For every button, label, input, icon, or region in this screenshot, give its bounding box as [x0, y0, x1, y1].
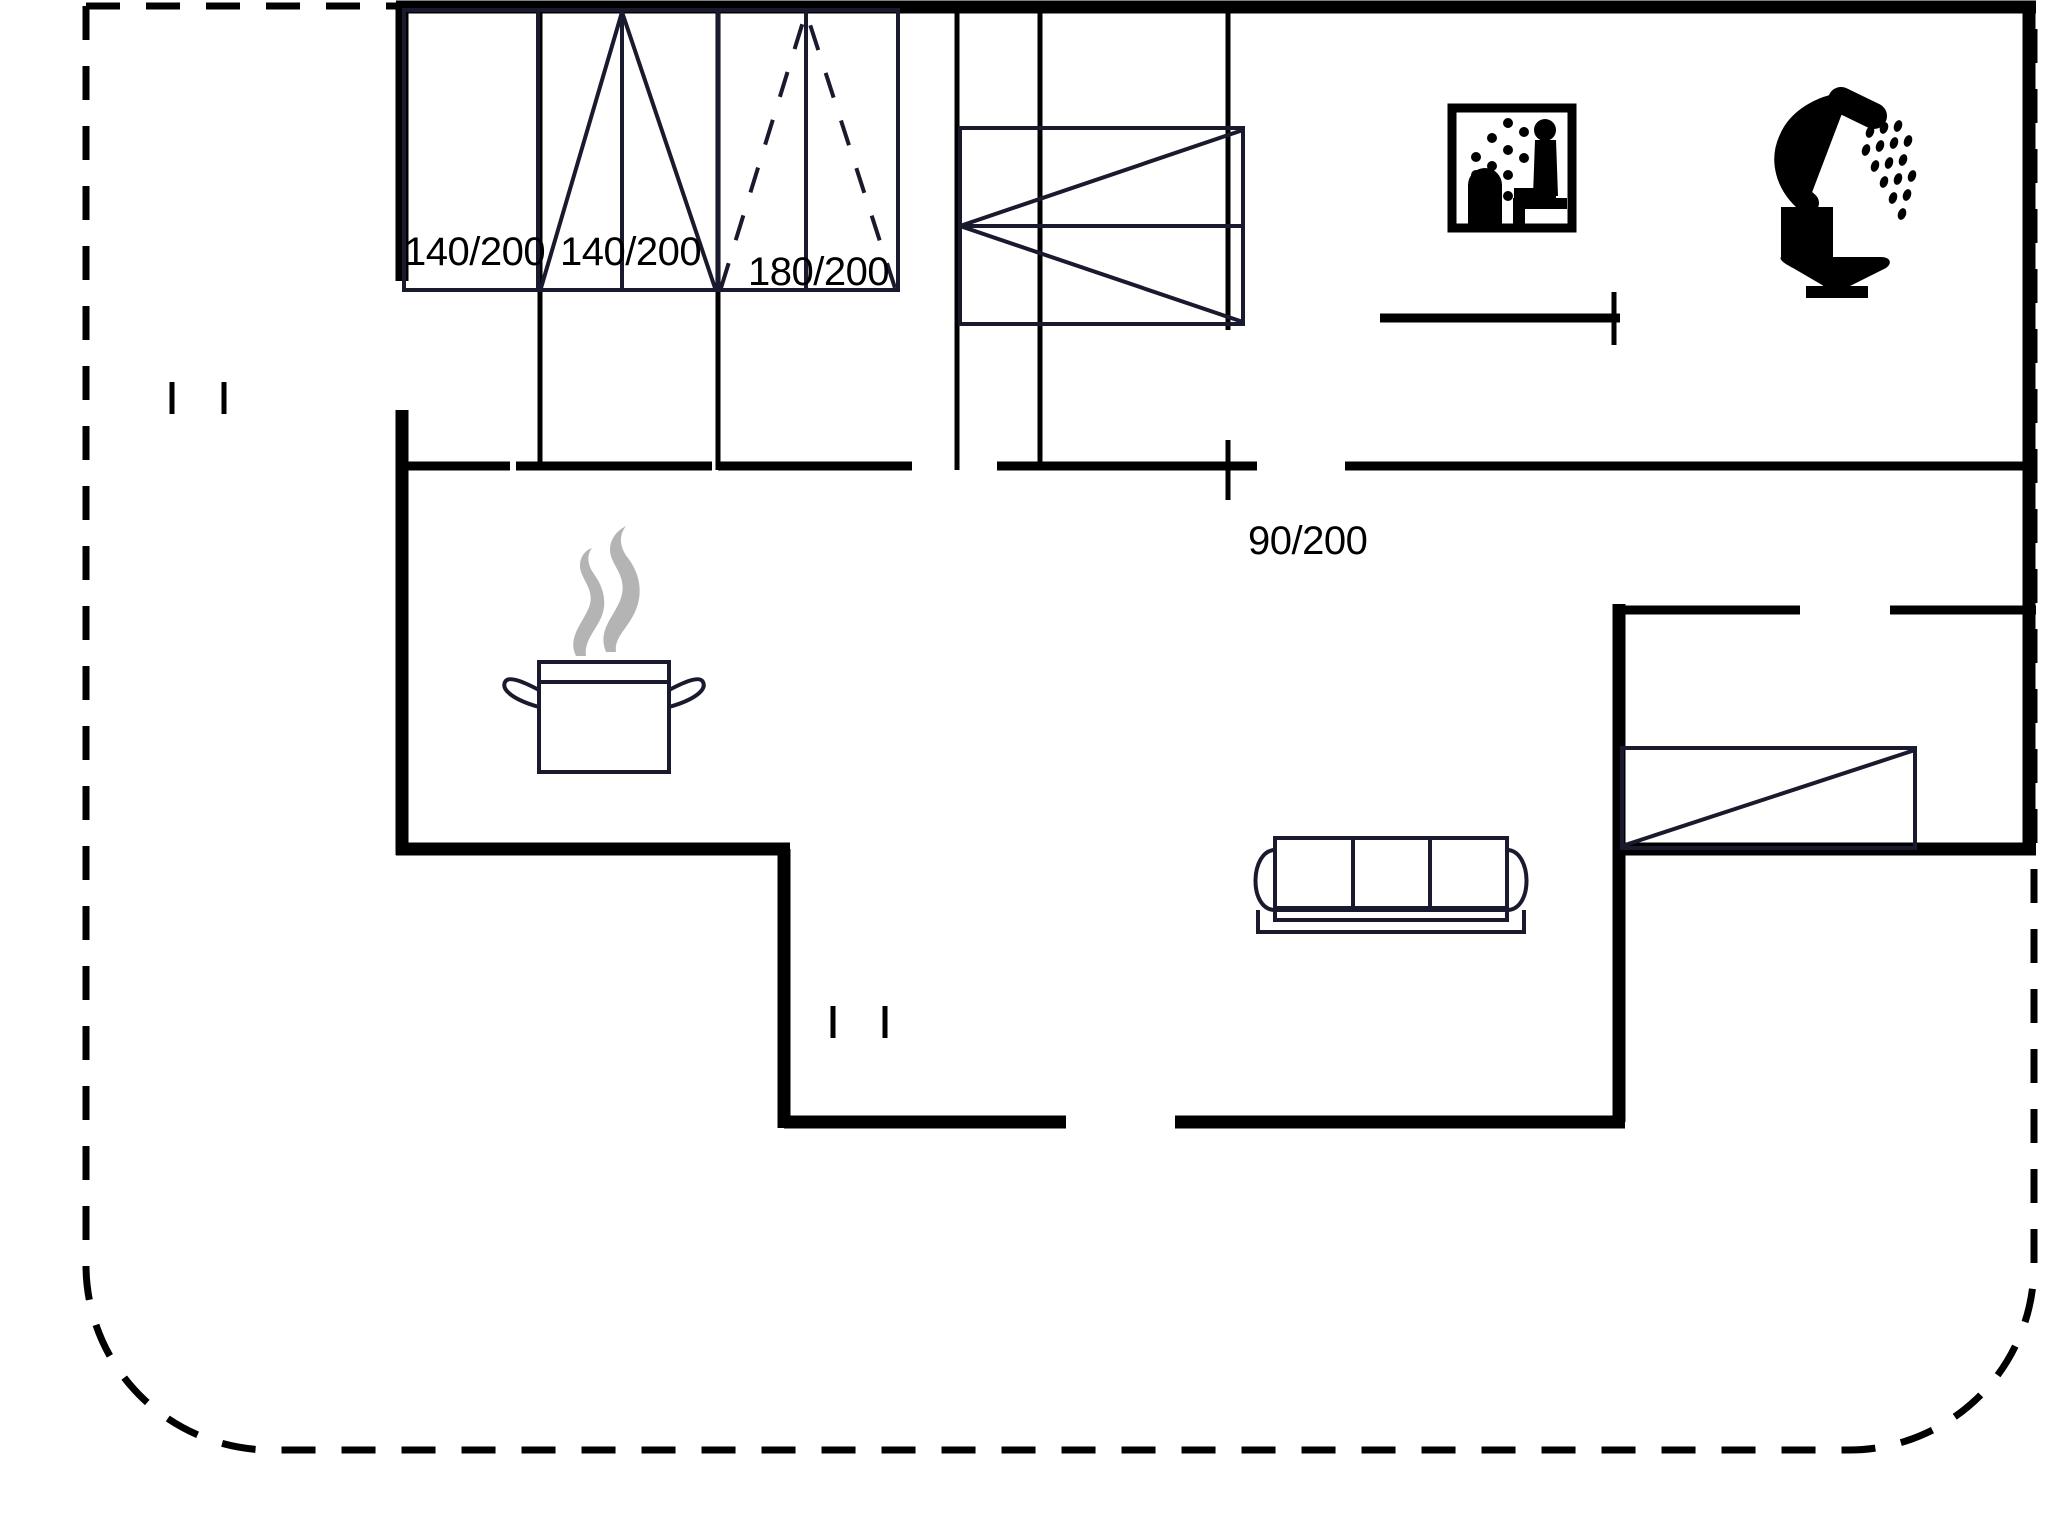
window-marker-left: [169, 382, 227, 414]
plot-boundary-dashed: [82, 2, 2038, 1454]
dimension-label-bed-large: 180/200: [748, 250, 890, 294]
shower-icon: [1774, 87, 1917, 220]
window-marker-bottom: [830, 1006, 888, 1038]
bed-90: [1620, 746, 1917, 850]
cooking-pot-icon: [502, 526, 706, 774]
interior-walls-bedroom3: [1612, 604, 2036, 855]
bed-180: [958, 126, 1245, 326]
sauna-icon: [1447, 103, 1577, 233]
exterior-walls: [395, 0, 2036, 1129]
dimension-label-bed-middle: 140/200: [560, 230, 702, 274]
dimension-label-bed-left: 140/200: [404, 230, 546, 274]
dimension-label-bed-right: 90/200: [1248, 519, 1368, 563]
toilet-icon: [1780, 196, 1890, 298]
sofa-icon: [1253, 836, 1529, 934]
bed-140-right: [716, 8, 900, 292]
